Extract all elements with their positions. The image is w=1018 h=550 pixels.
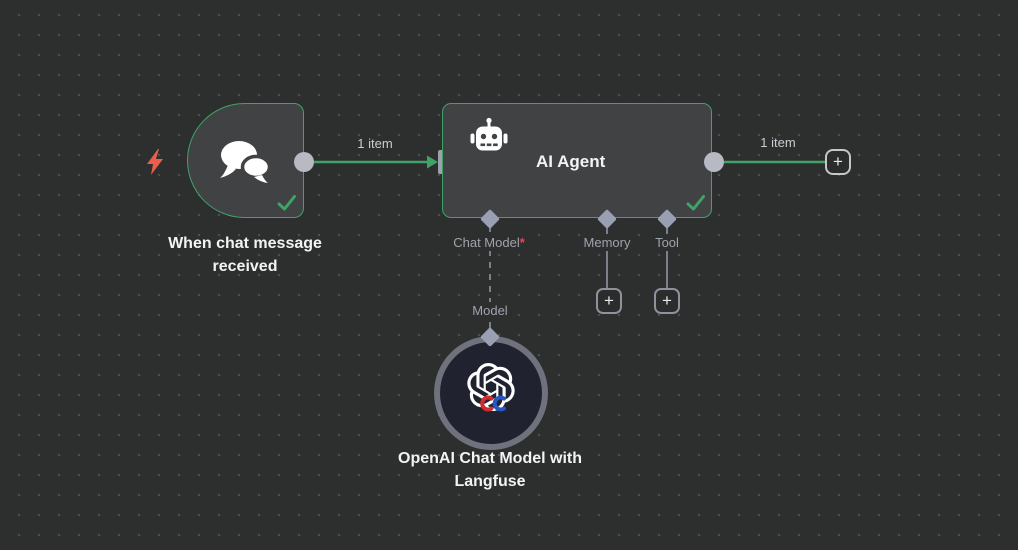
plus-icon: + xyxy=(833,152,843,171)
robot-icon xyxy=(470,117,508,151)
trigger-output-connector[interactable] xyxy=(294,152,314,172)
connection-arrowhead-icon xyxy=(427,155,438,169)
connection-item-count: 1 item xyxy=(760,135,796,150)
plus-icon: + xyxy=(604,291,614,310)
agent-output-connector[interactable] xyxy=(704,152,724,172)
memory-port-label: Memory xyxy=(580,234,634,251)
trigger-node-label: When chat message received xyxy=(168,235,322,275)
node-when-chat-message-received[interactable] xyxy=(187,103,304,218)
openai-node-label: OpenAI Chat Model with Langfuse xyxy=(398,450,582,490)
plus-icon: + xyxy=(662,291,672,310)
port-label-text: Chat Model xyxy=(453,235,520,250)
lightning-bolt-icon xyxy=(147,149,163,175)
port-label-text: Model xyxy=(472,303,508,318)
port-label-text: Memory xyxy=(583,235,631,250)
chat-bubbles-icon xyxy=(220,141,272,183)
model-connection-label: Model xyxy=(469,302,511,319)
success-check-icon xyxy=(686,195,705,211)
chat-model-port-label: Chat Model* xyxy=(450,234,528,251)
node-ai-agent[interactable]: AI Agent xyxy=(442,103,712,218)
add-tool-button[interactable]: + xyxy=(654,288,680,314)
add-next-node-button[interactable]: + xyxy=(825,149,851,175)
agent-node-title: AI Agent xyxy=(536,152,606,171)
port-label-text: Tool xyxy=(655,235,679,250)
required-marker: * xyxy=(519,235,525,250)
connection-item-count: 1 item xyxy=(357,136,393,151)
success-check-icon xyxy=(277,195,296,211)
langfuse-badge-icon xyxy=(480,395,506,412)
add-memory-button[interactable]: + xyxy=(596,288,622,314)
tool-port-label: Tool xyxy=(652,234,682,251)
node-openai-chat-model[interactable] xyxy=(434,336,548,450)
